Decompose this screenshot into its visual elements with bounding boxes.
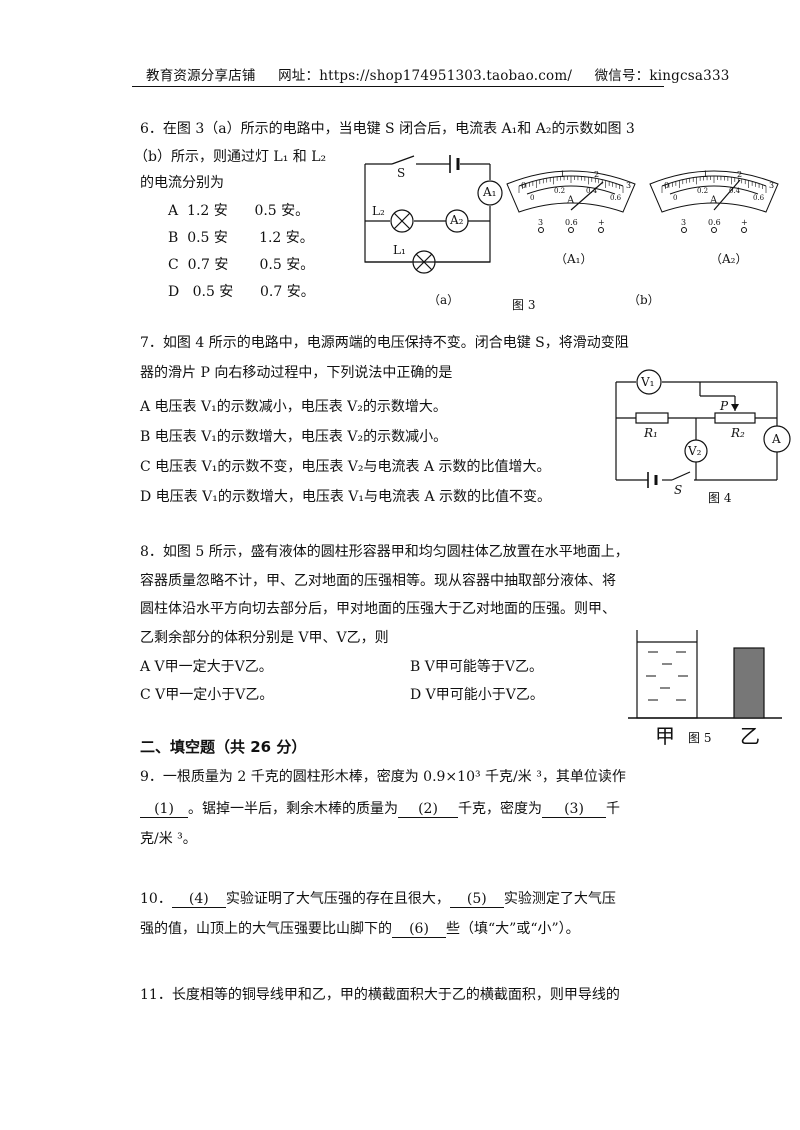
q8-line3: 圆柱体沿水平方向切去部分后，甲对地面的压强大于乙对地面的压强。则甲、 — [140, 601, 616, 617]
m1-unit: A — [567, 195, 575, 206]
q10-line2: 强的值，山顶上的大气压强要比山脚下的(6)些（填“大”或“小”）。 — [140, 921, 580, 938]
fig4-p-label: P — [720, 399, 729, 413]
q7-option-c: C 电压表 V₁的示数不变，电压表 V₂与电流表 A 示数的比值增大。 — [140, 459, 551, 475]
fig4-v2-label: V₂ — [688, 444, 702, 458]
meter-a2-caption: （A₂） — [710, 252, 748, 266]
q8-option-d: D V甲可能小于V乙。 — [410, 687, 544, 703]
m1-term-plus: + — [598, 218, 605, 227]
fig4-r2-label: R₂ — [731, 426, 745, 440]
q8-option-c: C V甲一定小于V乙。 — [140, 687, 274, 703]
q9-line1: 9．一根质量为 2 千克的圆柱形木棒，密度为 0.9×10³ 千克/米 ³，其单… — [140, 769, 626, 785]
m2-tick-3: 3 — [769, 181, 775, 190]
q6-option-c: C 0.7 安 0.5 安。 — [168, 257, 315, 273]
m1-tick-b0: 0 — [530, 194, 535, 202]
fig5-yi-label: 乙 — [740, 724, 760, 748]
fig4-caption: 图 4 — [708, 491, 732, 505]
q10-line1: 10．(4)实验证明了大气压强的存在且很大，(5)实验测定了大气压 — [140, 891, 616, 908]
section-title: 二、填空题（共 26 分） — [140, 738, 307, 756]
blank-2[interactable]: (2) — [398, 801, 458, 818]
q6-option-b: B 0.5 安 1.2 安。 — [168, 230, 314, 246]
page-header: 教育资源分享店铺 网址：https://shop174951303.taobao… — [146, 64, 748, 84]
m2-tick-2: 2 — [737, 170, 743, 179]
q6-option-d: D 0.5 安 0.7 安。 — [168, 284, 315, 300]
fig3-caption: 图 3 — [512, 298, 536, 312]
blank-5[interactable]: (5) — [449, 891, 504, 908]
q6-line3: 的电流分别为 — [140, 175, 224, 191]
q6-line1: 6．在图 3（a）所示的电路中，当电键 S 闭合后，电流表 A₁和 A₂的示数如… — [140, 121, 635, 137]
wechat-id: 微信号：kingcsa333 — [594, 68, 730, 84]
blank-3[interactable]: (3) — [542, 801, 606, 818]
fig3-switch-label: S — [397, 166, 406, 180]
m1-tick-0: 0 — [521, 181, 527, 190]
fig4-v1-label: V₁ — [641, 375, 655, 389]
fig5-caption: 图 5 — [688, 731, 712, 745]
q7-option-b: B 电压表 V₁的示数增大，电压表 V₂的示数减小。 — [140, 429, 448, 445]
m1-tick-b1: 0.2 — [554, 187, 566, 195]
m1-tick-b2: 0.4 — [586, 187, 598, 195]
fig4-s-label: S — [674, 483, 683, 497]
q8-option-b: B V甲可能等于V乙。 — [410, 659, 543, 675]
fig4-a-label: A — [772, 432, 781, 446]
q9-line3: 克/米 ³。 — [140, 831, 197, 847]
blank-4[interactable]: (4) — [171, 891, 226, 908]
fig5-jia-label: 甲 — [655, 724, 675, 748]
m2-tick-b3: 0.6 — [753, 194, 765, 202]
m2-tick-b2: 0.4 — [729, 187, 741, 195]
m2-tick-b1: 0.2 — [697, 187, 709, 195]
fig3a-caption: （a） — [428, 293, 460, 307]
fig3b-caption: （b） — [628, 293, 660, 307]
q8-line1: 8．如图 5 所示，盛有液体的圆柱形容器甲和均匀圆柱体乙放置在水平地面上， — [140, 544, 629, 560]
q9-line2: (1)。锯掉一半后，剩余木棒的质量为(2)千克，密度为(3)千 — [140, 798, 620, 818]
header-divider — [132, 86, 664, 87]
m2-term-3: 3 — [681, 218, 687, 227]
fig3-l2-label: L₂ — [372, 204, 385, 218]
blank-1[interactable]: (1) — [140, 801, 188, 818]
m1-tick-1: 1 — [560, 170, 566, 179]
m2-term-06: 0.6 — [708, 218, 721, 227]
m2-tick-b0: 0 — [673, 194, 678, 202]
q11-line1: 11．长度相等的铜导线甲和乙，甲的横截面积大于乙的横截面积，则甲导线的 — [140, 987, 620, 1003]
m1-term-06: 0.6 — [565, 218, 578, 227]
m1-tick-2: 2 — [594, 170, 600, 179]
q7-option-d: D 电压表 V₁的示数增大，电压表 V₁与电流表 A 示数的比值不变。 — [140, 489, 552, 505]
shop-url: 网址：https://shop174951303.taobao.com/ — [278, 68, 573, 84]
blank-6[interactable]: (6) — [392, 921, 446, 938]
q8-line2: 容器质量忽略不计，甲、乙对地面的压强相等。现从容器中抽取部分液体、将 — [140, 573, 616, 589]
m2-unit: A — [710, 195, 718, 206]
q7-line1: 7．如图 4 所示的电路中，电源两端的电压保持不变。闭合电键 S，将滑动变阻 — [140, 335, 629, 351]
q7-option-a: A 电压表 V₁的示数减小，电压表 V₂的示数增大。 — [140, 399, 447, 415]
meter-a1-caption: （A₁） — [555, 252, 593, 266]
fig3-l1-label: L₁ — [393, 243, 406, 257]
m2-tick-1: 1 — [703, 170, 709, 179]
q7-line2: 器的滑片 P 向右移动过程中，下列说法中正确的是 — [140, 365, 453, 381]
q8-line4: 乙剩余部分的体积分别是 V甲、V乙，则 — [140, 630, 389, 646]
fig3-a2-label: A₂ — [450, 213, 464, 227]
fig3-a1-label: A₁ — [483, 185, 497, 199]
m1-tick-b3: 0.6 — [610, 194, 622, 202]
m2-tick-0: 0 — [664, 181, 670, 190]
shop-name: 教育资源分享店铺 — [146, 68, 256, 84]
meter-a2-icon — [649, 170, 779, 233]
m1-term-3: 3 — [538, 218, 544, 227]
meter-a1-icon — [506, 170, 636, 233]
m2-term-plus: + — [741, 218, 748, 227]
q6-line2: （b）所示，则通过灯 L₁ 和 L₂ — [134, 149, 327, 165]
q8-option-a: A V甲一定大于V乙。 — [140, 659, 273, 675]
q6-option-a: A 1.2 安 0.5 安。 — [168, 203, 310, 219]
m1-tick-3: 3 — [626, 181, 632, 190]
fig4-r1-label: R₁ — [644, 426, 658, 440]
